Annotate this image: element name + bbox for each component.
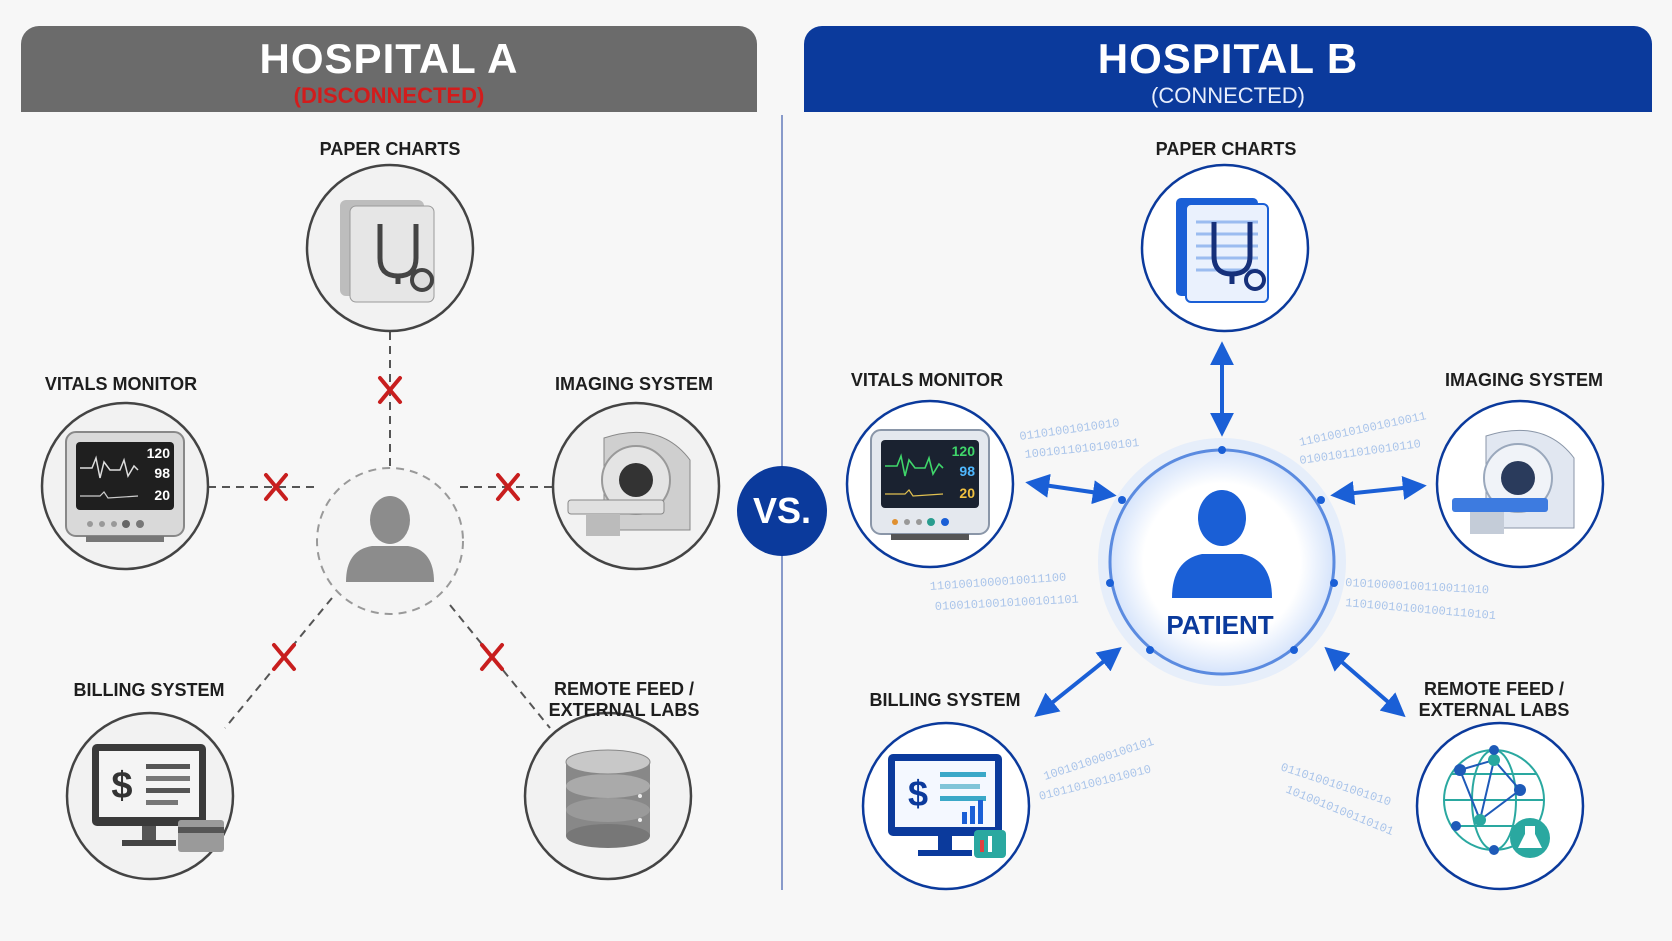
disconnect-x-icon <box>480 643 504 671</box>
monitor-value: 20 <box>154 487 170 503</box>
vitals-monitor-icon: 120 98 20 <box>870 429 990 540</box>
disconnect-x-icon <box>272 643 296 671</box>
node-label-billing-system-a: BILLING SYSTEM <box>73 680 225 700</box>
label-line: REMOTE FEED / <box>553 679 694 699</box>
disconnect-x-icon <box>264 473 288 501</box>
hospital-b-links <box>1025 341 1427 718</box>
clipboard-stethoscope-icon <box>1176 198 1269 303</box>
svg-text:01001010010100101101: 01001010010100101101 <box>934 592 1079 614</box>
hospital-b-banner: HOSPITAL B (CONNECTED) <box>804 26 1652 112</box>
node-label-paper-charts-a: PAPER CHARTS <box>319 139 461 159</box>
database-icon <box>565 749 651 848</box>
flask-icon <box>1510 818 1550 858</box>
svg-text:$: $ <box>111 765 132 807</box>
node-label-imaging-system-a: IMAGING SYSTEM <box>554 374 713 394</box>
svg-text:110100101001001110101: 110100101001001110101 <box>1345 596 1497 623</box>
billing-system-b-node: $ <box>861 721 1031 891</box>
svg-text:01010000100110011010: 01010000100110011010 <box>1345 576 1490 598</box>
node-label-billing-system-b: BILLING SYSTEM <box>869 690 1021 710</box>
node-label-vitals-monitor-b: VITALS MONITOR <box>850 370 1004 390</box>
disconnect-x-icon <box>496 473 520 501</box>
person-icon <box>1172 490 1272 598</box>
svg-text:$: $ <box>908 773 928 814</box>
clipboard-stethoscope-icon <box>340 200 435 303</box>
monitor-value: 20 <box>959 485 975 501</box>
vitals-monitor-icon: 120 98 20 <box>65 431 185 542</box>
person-icon <box>346 496 434 582</box>
disconnect-x-marks <box>264 376 520 671</box>
node-label-remote-feed-a: REMOTE FEED / EXTERNAL LABS <box>538 679 710 721</box>
hospital-b-title: HOSPITAL B <box>1097 35 1359 82</box>
mri-scanner-icon <box>567 431 691 536</box>
hospital-a-banner: HOSPITAL A (DISCONNECTED) <box>21 26 757 112</box>
external-labs-b-node <box>1415 721 1585 891</box>
disconnect-x-icon <box>378 376 402 404</box>
node-label-imaging-system-b: IMAGING SYSTEM <box>1444 370 1603 390</box>
vs-badge: VS. <box>737 466 827 556</box>
patient-a-node <box>316 467 464 615</box>
node-label-paper-charts-b: PAPER CHARTS <box>1155 139 1297 159</box>
paper-charts-b-node <box>1140 163 1310 333</box>
mri-scanner-icon <box>1452 429 1575 534</box>
patient-label: PATIENT <box>1166 610 1274 640</box>
monitor-value: 120 <box>147 445 171 461</box>
vitals-monitor-a-node: 120 98 20 <box>40 401 210 571</box>
billing-system-a-node: $ <box>65 711 235 881</box>
monitor-value: 98 <box>154 465 170 481</box>
label-line: REMOTE FEED / <box>1423 679 1564 699</box>
imaging-system-b-node <box>1435 399 1605 569</box>
billing-monitor-icon: $ <box>888 754 1006 858</box>
patient-b-node <box>1098 438 1346 686</box>
monitor-value: 98 <box>959 463 975 479</box>
monitor-value: 120 <box>952 443 976 459</box>
hospital-a-subtitle: (DISCONNECTED) <box>293 83 485 108</box>
imaging-system-a-node <box>551 401 721 571</box>
vitals-monitor-b-node: 120 98 20 <box>845 399 1015 569</box>
svg-text:1101001000010011100: 1101001000010011100 <box>929 570 1066 594</box>
label-line: EXTERNAL LABS <box>548 700 700 720</box>
label-line: EXTERNAL LABS <box>1418 700 1570 720</box>
hospital-b-subtitle: (CONNECTED) <box>1151 83 1305 108</box>
billing-monitor-icon: $ <box>92 744 224 852</box>
node-label-remote-feed-b: REMOTE FEED / EXTERNAL LABS <box>1408 679 1580 721</box>
node-label-vitals-monitor-a: VITALS MONITOR <box>44 374 198 394</box>
external-labs-a-node <box>523 711 693 881</box>
paper-charts-a-node <box>305 163 475 333</box>
hospital-a-title: HOSPITAL A <box>259 35 519 82</box>
